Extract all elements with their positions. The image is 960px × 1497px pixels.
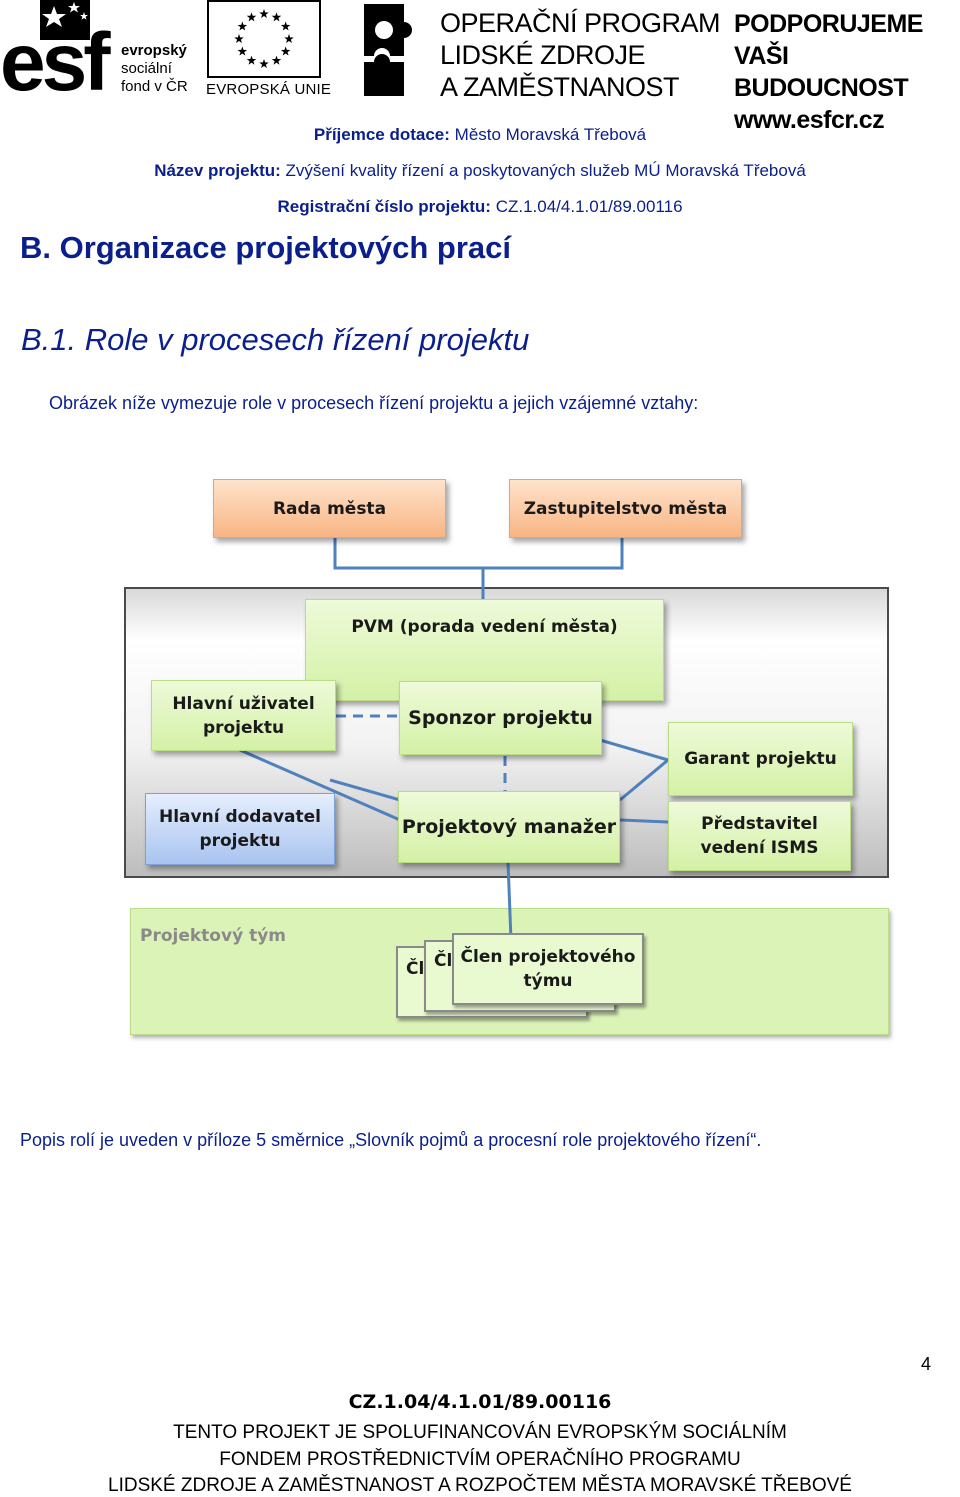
team-member-label-2: týmu (523, 971, 573, 991)
esf-sub-line2: sociální (121, 60, 172, 77)
op-line3: A ZAMĚSTNANOST (440, 72, 680, 102)
slogan-line1: PODPORUJEME (734, 10, 923, 38)
recipient-label: Příjemce dotace: (313, 125, 450, 144)
registration-label: Registrační číslo projektu: (277, 197, 491, 216)
hlavni-uzivatel-label-2: projektu (202, 717, 285, 738)
predstavitel-isms-box: Představitel vedení ISMS (668, 801, 851, 871)
footer-registration: CZ.1.04/4.1.01/89.00116 (348, 1391, 612, 1413)
eu-flag-icon (207, 0, 321, 78)
slogan: PODPORUJEME VAŠI BUDOUCNOST www.esfcr.cz (734, 8, 960, 136)
eu-star-icon (280, 21, 291, 31)
rada-mesta-label: Rada města (272, 498, 387, 519)
eu-star-icon (271, 55, 282, 65)
esf-subtitle: evropský sociální fond v ČR (121, 42, 188, 96)
team-member-label-1: Člen projektového (460, 947, 636, 967)
projektovy-manazer-box: Projektový manažer (398, 791, 620, 863)
recipient-value: Město Moravská Třebová (454, 125, 647, 144)
page-number: 4 (921, 1354, 932, 1374)
team-member-stub-1: Čl (406, 959, 425, 979)
esf-star-large (10, 4, 50, 41)
eu-star-icon (237, 21, 248, 31)
footer-line-3: LIDSKÉ ZDROJE A ZAMĚSTNANOST A ROZPOČTEM… (108, 1475, 852, 1496)
eu-star-icon (246, 12, 257, 22)
eu-star-icon (259, 9, 269, 19)
sponzor-box: Sponzor projektu (399, 681, 602, 755)
op-line1: OPERAČNÍ PROGRAM (440, 8, 721, 38)
project-team-label: Projektový tým (140, 926, 286, 946)
op-puzzle-logo-icon (364, 4, 412, 96)
eu-star-icon (234, 34, 244, 44)
sponzor-label: Sponzor projektu (408, 707, 593, 729)
op-line2: LIDSKÉ ZDROJE (440, 40, 646, 70)
esf-stars-icon (40, 0, 90, 40)
esf-sub-line3: fond v ČR (121, 78, 188, 95)
op-program-name: OPERAČNÍ PROGRAM LIDSKÉ ZDROJE A ZAMĚSTN… (440, 7, 721, 103)
intro-paragraph: Obrázek níže vymezuje role v procesech ř… (49, 393, 699, 413)
connector-rada (333, 538, 624, 570)
description-paragraph: Popis rolí je uveden v příloze 5 směrnic… (20, 1130, 762, 1150)
predstavitel-label-2: vedení ISMS (700, 838, 819, 858)
registration-line: Registrační číslo projektu: CZ.1.04/4.1.… (0, 197, 960, 217)
garant-box: Garant projektu (668, 722, 853, 796)
hlavni-uzivatel-label-1: Hlavní uživatel (172, 693, 315, 714)
esf-logo (10, 4, 50, 41)
project-name-line: Název projektu: Zvýšení kvality řízení a… (0, 161, 960, 181)
eu-star-icon (284, 34, 294, 44)
hlavni-dodavatel-box: Hlavní dodavatel projektu (145, 793, 335, 865)
hlavni-dodavatel-label-2: projektu (199, 831, 281, 851)
eu-label: EVROPSKÁ UNIE (206, 81, 332, 98)
rada-mesta-box: Rada města (213, 479, 446, 538)
garant-label: Garant projektu (684, 749, 837, 769)
eu-star-icon (237, 46, 248, 56)
eu-star-icon (280, 46, 291, 56)
project-name-label: Název projektu: (154, 161, 281, 180)
projektovy-manazer-label: Projektový manažer (401, 816, 617, 838)
team-member-stub-2: Čl (434, 951, 453, 971)
pvm-label: PVM (porada vedení města) (351, 617, 618, 637)
predstavitel-label-1: Představitel (701, 814, 818, 834)
eu-star-icon (246, 55, 257, 65)
slogan-url[interactable]: www.esfcr.cz (734, 106, 885, 134)
section-heading: B. Organizace projektových prací (20, 230, 512, 265)
footer-line-1: TENTO PROJEKT JE SPOLUFINANCOVÁN EVROPSK… (173, 1422, 787, 1443)
hlavni-dodavatel-label-1: Hlavní dodavatel (159, 807, 321, 827)
eu-star-icon (259, 59, 269, 69)
recipient-line: Příjemce dotace: Město Moravská Třebová (0, 125, 960, 145)
zastupitelstvo-box: Zastupitelstvo města (509, 479, 742, 538)
project-name-value: Zvýšení kvality řízení a poskytovaných s… (285, 161, 806, 180)
eu-star-icon (271, 12, 282, 22)
team-member-card-front: Člen projektového týmu (452, 933, 644, 1005)
eu-stars-icon (234, 9, 294, 69)
subsection-heading: B.1. Role v procesech řízení projektu (21, 322, 530, 357)
footer-line-2: FONDEM PROSTŘEDNICTVÍM OPERAČNÍHO PROGRA… (219, 1449, 741, 1470)
slogan-line2: VAŠI BUDOUCNOST (734, 42, 909, 102)
zastupitelstvo-label: Zastupitelstvo města (523, 498, 728, 519)
esf-sub-line1: evropský (121, 42, 187, 59)
hlavni-uzivatel-box: Hlavní uživatel projektu (151, 680, 336, 751)
registration-value: CZ.1.04/4.1.01/89.00116 (495, 197, 683, 216)
